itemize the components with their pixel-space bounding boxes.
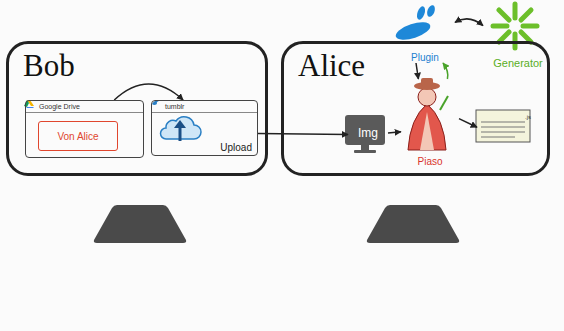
plugin-icon [394, 4, 437, 43]
monitor-stand [367, 205, 459, 243]
flow-arrow [455, 19, 483, 26]
node-label: .js [525, 113, 531, 121]
flow-arrow [114, 84, 183, 100]
node-label: Google Drive [26, 101, 143, 113]
tumblr-bird [152, 100, 159, 105]
flow-arrow [443, 63, 448, 79]
browser-window: tumblrUpload [151, 100, 258, 156]
image-monitor-icon [345, 115, 385, 153]
monitor-screen: AliceImg Plugin GeneratorPiaso .js [281, 41, 550, 176]
flow-arrow [459, 119, 477, 128]
plugin-node: Plugin [395, 5, 455, 63]
generator-node: Generator [483, 7, 553, 69]
piaso-figure [408, 78, 448, 150]
node-label: tumblr [152, 101, 257, 113]
monitor-screen: BobGoogle DriveVon AlicetumblrUpload [6, 41, 268, 176]
flow-arrow [416, 63, 418, 79]
node-label: Von Alice [57, 131, 98, 142]
browser-window: Google DriveVon Alice [25, 100, 144, 158]
file-box: Von Alice [38, 121, 118, 151]
cloud-upload-icon [161, 117, 201, 141]
image-node: Img [348, 118, 388, 148]
node-label: Bob [23, 48, 75, 84]
node-label: Upload [220, 142, 257, 155]
piaso-node: Piaso [401, 79, 459, 167]
document-icon [476, 110, 530, 142]
node-label: Generator [493, 57, 543, 69]
monitor-stand [94, 205, 186, 243]
node-label: Alice [298, 48, 365, 84]
node-label: Plugin [411, 52, 439, 63]
node-label: Piaso [417, 156, 442, 167]
node-label: Img [358, 126, 378, 140]
flow-arrow [388, 132, 401, 133]
flow-arrow [258, 133, 348, 135]
output-file: .js [477, 111, 535, 147]
